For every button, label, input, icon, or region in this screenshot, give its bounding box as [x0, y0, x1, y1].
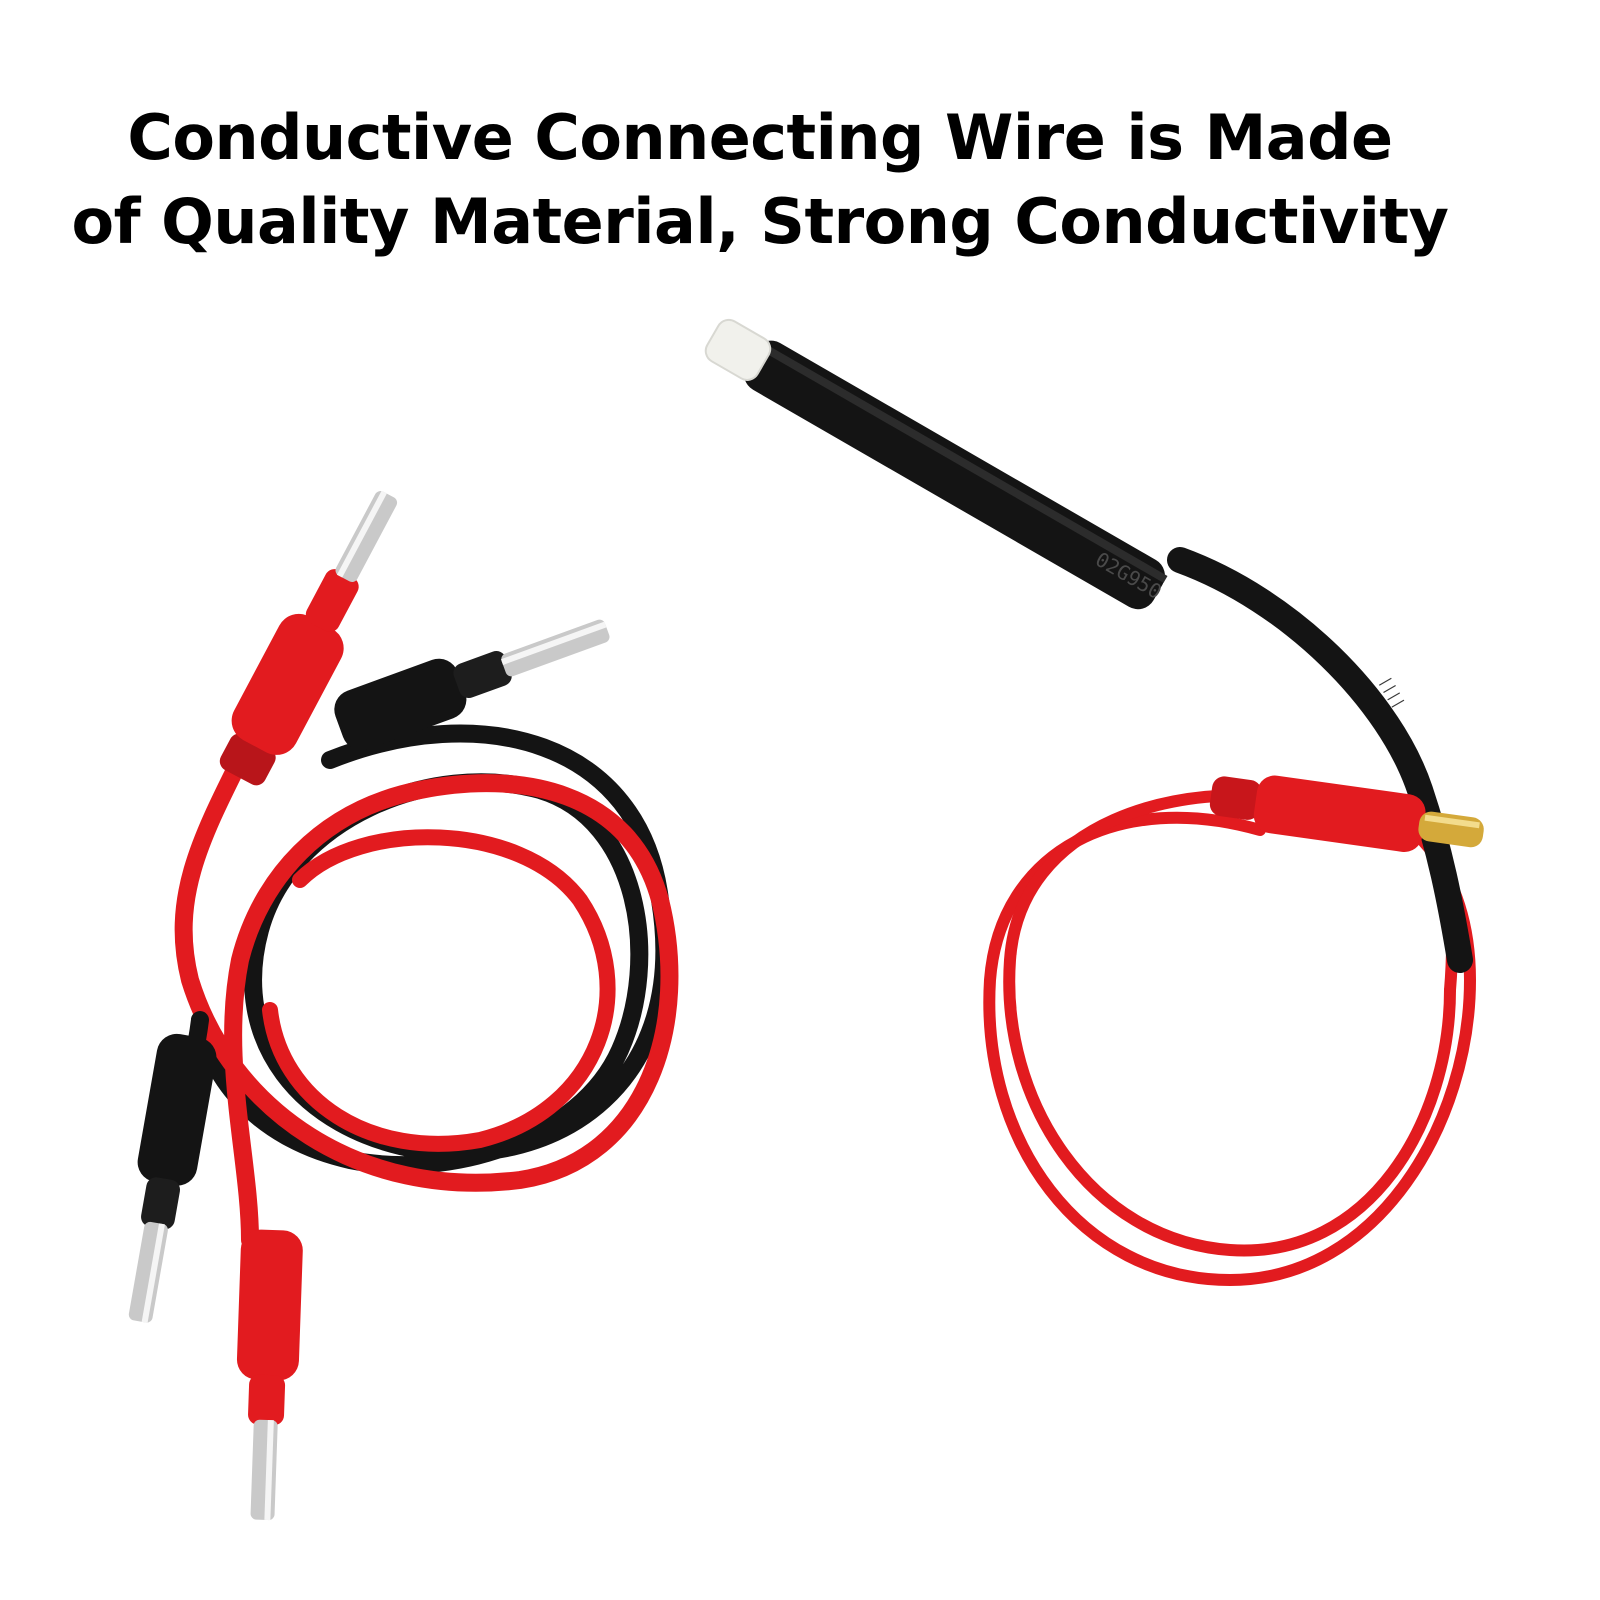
- red-plug-top: [219, 490, 398, 786]
- black-cable: [1167, 547, 1473, 973]
- headline-line-1: Conductive Connecting Wire is Made: [127, 101, 1393, 174]
- red-lead-coil-inner: [262, 829, 616, 1152]
- red-coil-inner: [1003, 789, 1456, 1257]
- headline: Conductive Connecting Wire is Made of Qu…: [0, 96, 1520, 264]
- red-plug-gold: [1209, 775, 1484, 852]
- banana-lead-pair: [128, 490, 679, 1521]
- heat-shrink-sleeve: 02G950: [744, 340, 1168, 610]
- red-plug-bottom: [236, 1229, 303, 1521]
- sleeve-probe-lead: |||| 02G950: [704, 318, 1484, 1287]
- red-coil-outer: [983, 784, 1477, 1287]
- headline-line-2: of Quality Material, Strong Conductivity: [71, 185, 1449, 258]
- black-plug-top: [334, 619, 610, 751]
- white-probe-tip: [704, 318, 772, 381]
- black-plug-bottom: [128, 1033, 217, 1323]
- red-lead-coil: [174, 751, 679, 1249]
